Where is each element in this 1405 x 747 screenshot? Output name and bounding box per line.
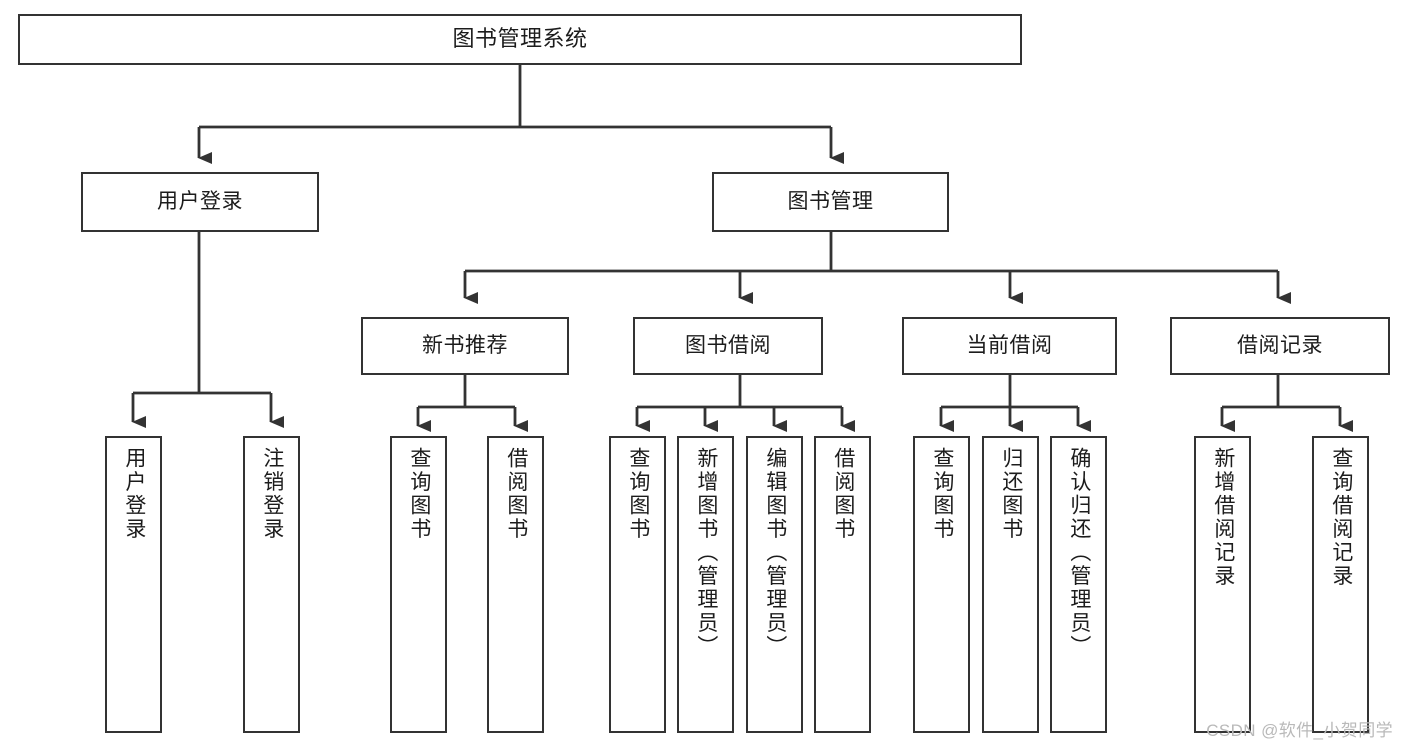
leaf-record-query-record[interactable]: 查询借阅记录 <box>1312 436 1369 733</box>
leaf-borrow-add-book-admin[interactable]: 新增图书（管理员） <box>677 436 734 733</box>
csdn-watermark: CSDN @软件_小贺同学 <box>1206 721 1393 740</box>
node-new-book-recommend[interactable]: 新书推荐 <box>361 317 569 375</box>
node-label: 用户登录 <box>122 447 146 541</box>
node-label: 注销登录 <box>260 447 284 541</box>
node-label: 查询图书 <box>407 447 431 541</box>
leaf-user-login-login[interactable]: 用户登录 <box>105 436 162 733</box>
node-label: 归还图书 <box>999 447 1023 541</box>
node-label: 新增借阅记录 <box>1211 447 1235 588</box>
leaf-borrow-edit-book-admin[interactable]: 编辑图书（管理员） <box>746 436 803 733</box>
node-user-login[interactable]: 用户登录 <box>81 172 319 232</box>
node-label: 图书管理系统 <box>452 26 588 52</box>
node-label: 图书管理 <box>787 190 874 214</box>
leaf-current-return-book[interactable]: 归还图书 <box>982 436 1039 733</box>
node-borrow-record[interactable]: 借阅记录 <box>1170 317 1390 375</box>
leaf-new-book-borrow[interactable]: 借阅图书 <box>487 436 544 733</box>
node-label: 新书推荐 <box>422 334 508 358</box>
node-label: 用户登录 <box>157 190 243 214</box>
leaf-current-confirm-return-admin[interactable]: 确认归还（管理员） <box>1050 436 1107 733</box>
node-label: 确认归还（管理员） <box>1067 447 1091 659</box>
leaf-borrow-borrow-book[interactable]: 借阅图书 <box>814 436 871 733</box>
node-current-borrow[interactable]: 当前借阅 <box>902 317 1117 375</box>
node-root-system[interactable]: 图书管理系统 <box>18 14 1022 65</box>
node-book-borrow[interactable]: 图书借阅 <box>633 317 823 375</box>
node-label: 图书借阅 <box>685 334 771 358</box>
leaf-record-add-record[interactable]: 新增借阅记录 <box>1194 436 1251 733</box>
node-label: 借阅图书 <box>831 447 855 541</box>
node-label: 借阅记录 <box>1237 334 1323 358</box>
node-book-management[interactable]: 图书管理 <box>712 172 949 232</box>
leaf-current-query-book[interactable]: 查询图书 <box>913 436 970 733</box>
leaf-new-book-query[interactable]: 查询图书 <box>390 436 447 733</box>
node-label: 当前借阅 <box>966 334 1053 358</box>
leaf-borrow-query-book[interactable]: 查询图书 <box>609 436 666 733</box>
node-label: 新增图书（管理员） <box>694 447 718 659</box>
leaf-user-login-logout[interactable]: 注销登录 <box>243 436 300 733</box>
node-label: 查询图书 <box>930 447 954 541</box>
node-label: 查询借阅记录 <box>1329 447 1353 588</box>
node-label: 编辑图书（管理员） <box>763 447 787 659</box>
node-label: 查询图书 <box>626 447 650 541</box>
node-label: 借阅图书 <box>504 447 528 541</box>
